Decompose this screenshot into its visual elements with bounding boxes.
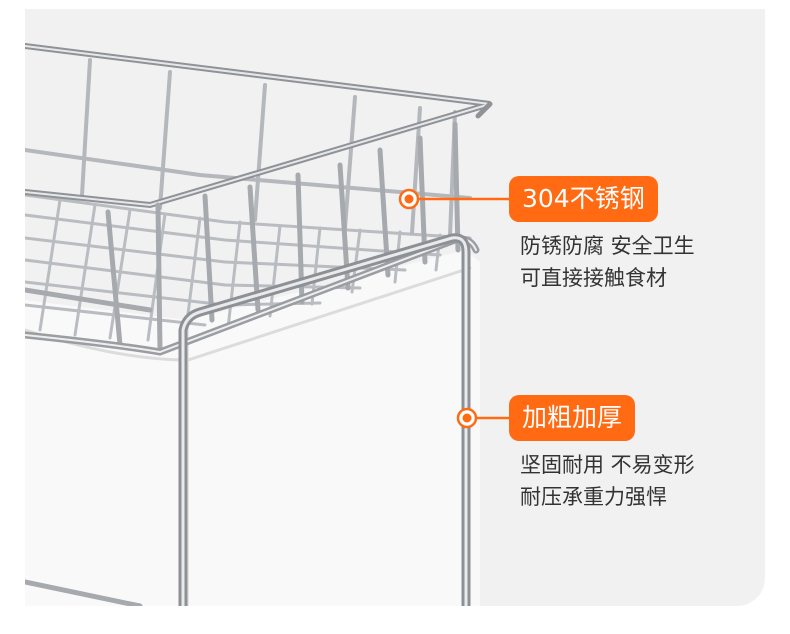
feature-line: 防锈防腐 安全卫生 [520,234,695,258]
feature-badge-steel: 304不锈钢 [509,176,658,222]
callout-thick-pointer [456,407,512,429]
rack-back-wall [25,58,472,238]
feature-badge-thick: 加粗加厚 [509,395,636,441]
rack-support-frame [178,233,471,606]
feature-line: 可直接接触食材 [520,266,667,290]
rack-top-rim [25,43,493,209]
feature-description-steel: 防锈防腐 安全卫生 可直接接触食材 [520,230,695,294]
rack-bottom-rim [25,235,480,356]
callout-steel-pointer [398,188,512,210]
feature-description-thick: 坚固耐用 不易变形 耐压承重力强悍 [520,449,695,513]
feature-line: 耐压承重力强悍 [520,485,667,509]
rack-base-rail [25,579,143,606]
feature-line: 坚固耐用 不易变形 [520,453,695,477]
